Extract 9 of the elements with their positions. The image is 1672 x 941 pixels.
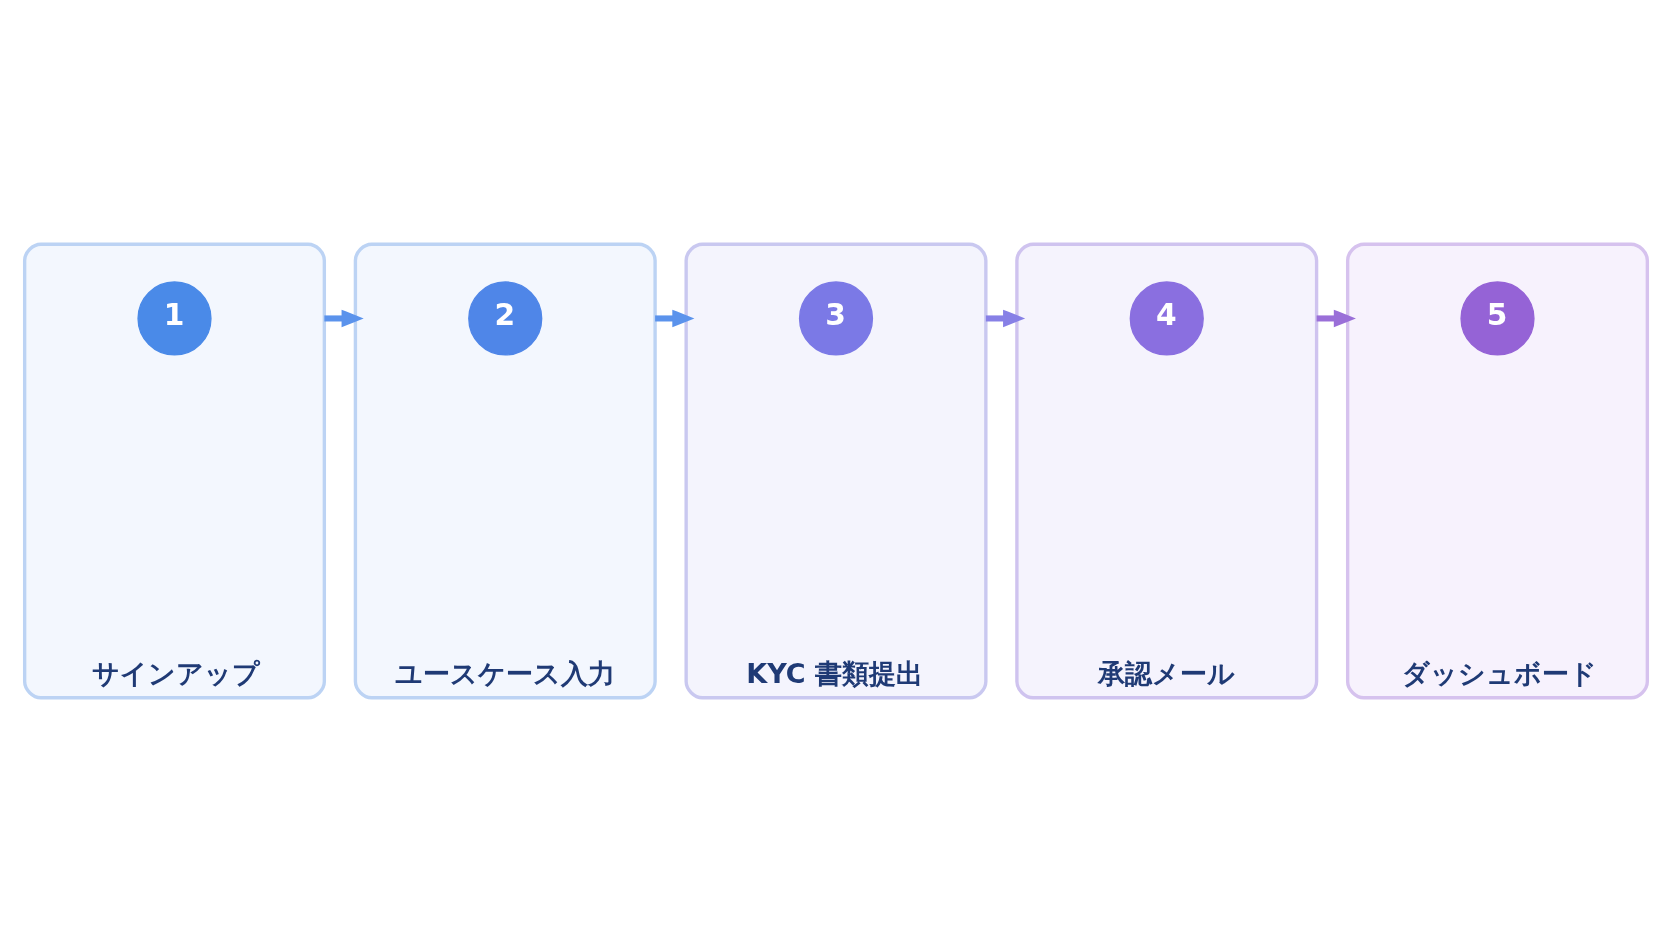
arrow — [985, 309, 1026, 327]
node-circle: 4 — [1129, 280, 1204, 356]
node-circle: 3 — [798, 280, 874, 356]
arrow — [655, 309, 695, 327]
node-circle: 2 — [468, 280, 543, 356]
node-circle: 1 — [137, 280, 212, 356]
node-circle: 5 — [1460, 280, 1535, 356]
arrow — [1316, 309, 1356, 327]
arrow — [324, 309, 364, 327]
